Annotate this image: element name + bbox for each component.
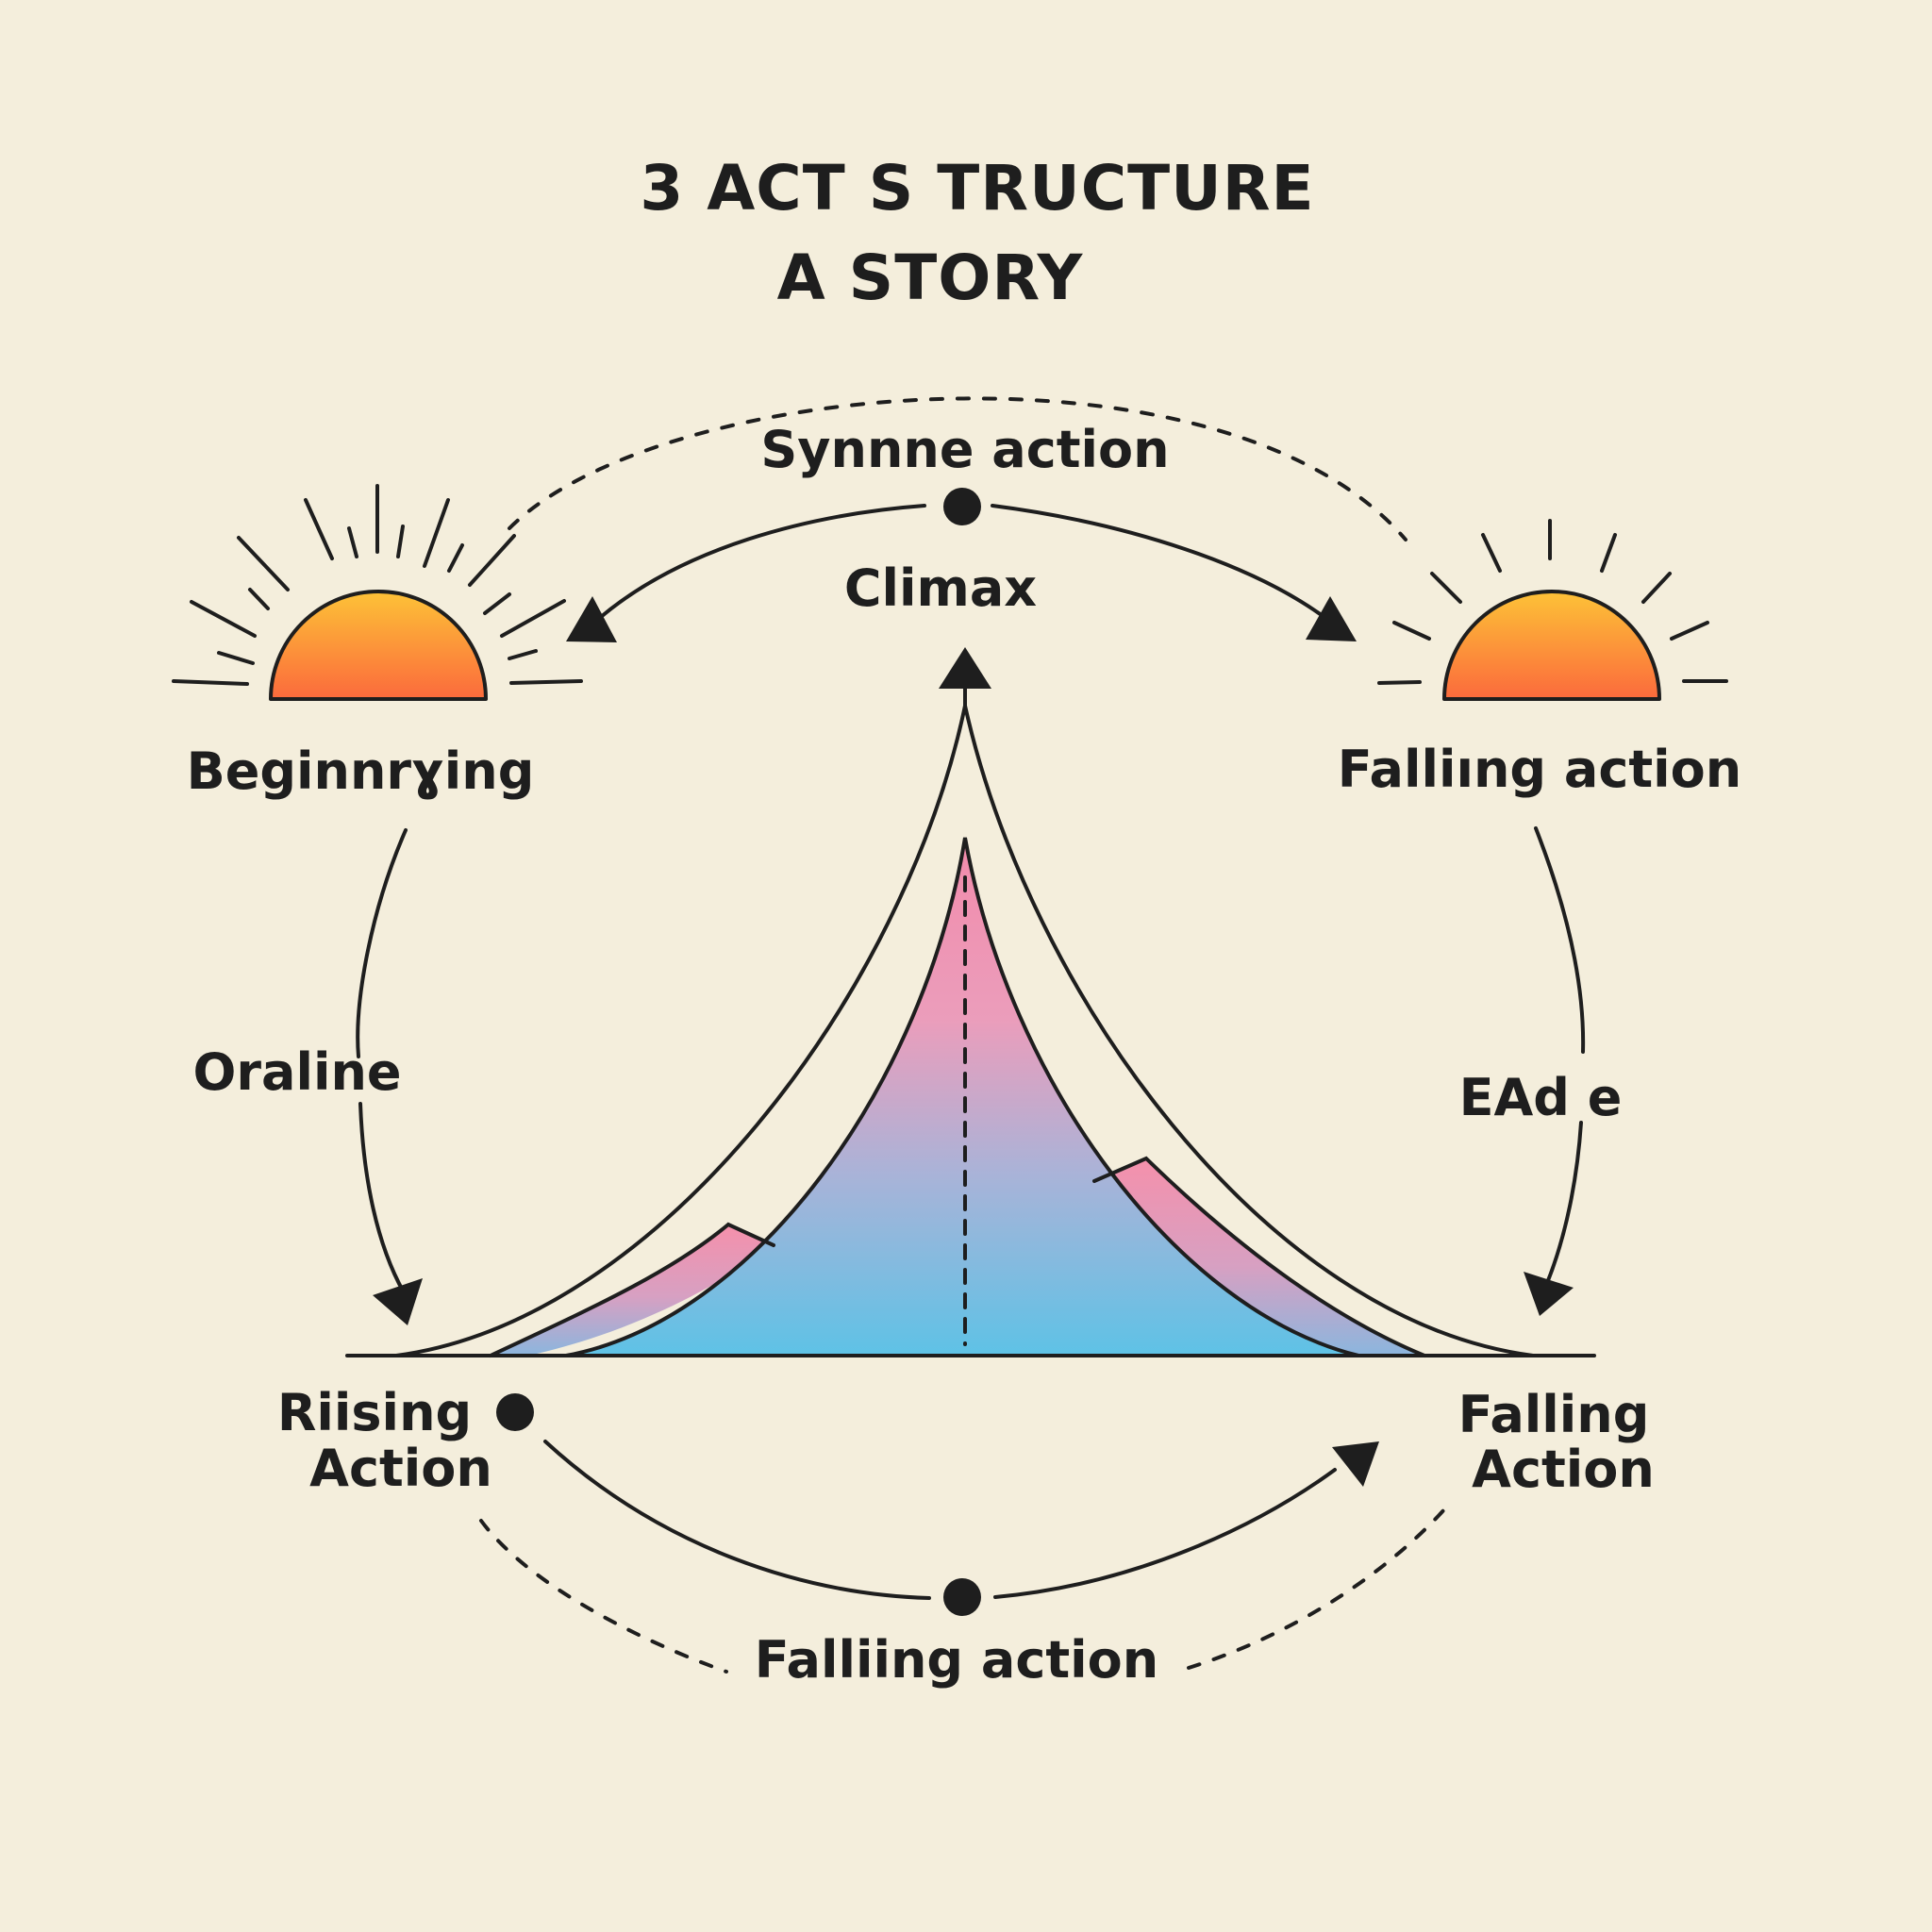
rising-action-label-line1: Riising (277, 1383, 472, 1442)
left-shoulder-outline (489, 1222, 775, 1357)
bottom-arrowhead (1332, 1441, 1379, 1487)
bottom-arrow-right (993, 1468, 1337, 1599)
falling-action-right-label-line1: Falling (1458, 1385, 1650, 1444)
story-arc-mountain (345, 647, 1596, 1357)
falling-action-top-right-label: Falliıng action (1338, 740, 1741, 799)
beginning-label: Beginnrɣing (187, 741, 535, 801)
falling-action-right-label-line2: Action (1472, 1440, 1655, 1499)
sunset-icon (1377, 519, 1728, 701)
left-side-arrow-lower (358, 1102, 406, 1294)
right-side-arrow-lower (1545, 1121, 1583, 1285)
bottom-arrow (543, 1440, 931, 1600)
bottom-dashed-arc-right (1187, 1498, 1455, 1670)
rising-action-label-line2: Action (309, 1439, 492, 1498)
mountain-fill (566, 838, 1358, 1356)
left-arrowhead (373, 1278, 423, 1325)
diagram-title-line1: 3 ACT S TRUCTURE (640, 152, 1314, 225)
climax-pointer-arrowhead (939, 647, 991, 689)
top-arc-label: Synnne action (760, 420, 1169, 479)
arrow-to-falling-action (991, 504, 1327, 620)
bottom-arc-label: Falliing action (755, 1630, 1158, 1690)
arrow-to-beginning (592, 504, 926, 625)
right-shoulder-outline (1092, 1156, 1426, 1357)
bottom-dot (943, 1578, 981, 1616)
climax-label: Climax (844, 558, 1037, 618)
right-side-arrow (1534, 826, 1586, 1054)
left-arc-label: Oraline (192, 1042, 401, 1102)
diagram-title-line2: A STORY (777, 242, 1084, 314)
rising-action-dot (496, 1393, 534, 1431)
arrowhead-beginning (566, 596, 617, 642)
right-arc-label: EAd e (1459, 1068, 1623, 1127)
bottom-dashed-arc (479, 1519, 728, 1674)
climax-dot (943, 488, 981, 525)
sunrise-icon (172, 484, 583, 701)
left-side-arrow (356, 828, 408, 1058)
arrowhead-falling-action (1306, 596, 1357, 641)
inner-arc-outline (564, 837, 1360, 1357)
right-arrowhead (1524, 1272, 1574, 1316)
top-dashed-arc (508, 396, 1407, 541)
